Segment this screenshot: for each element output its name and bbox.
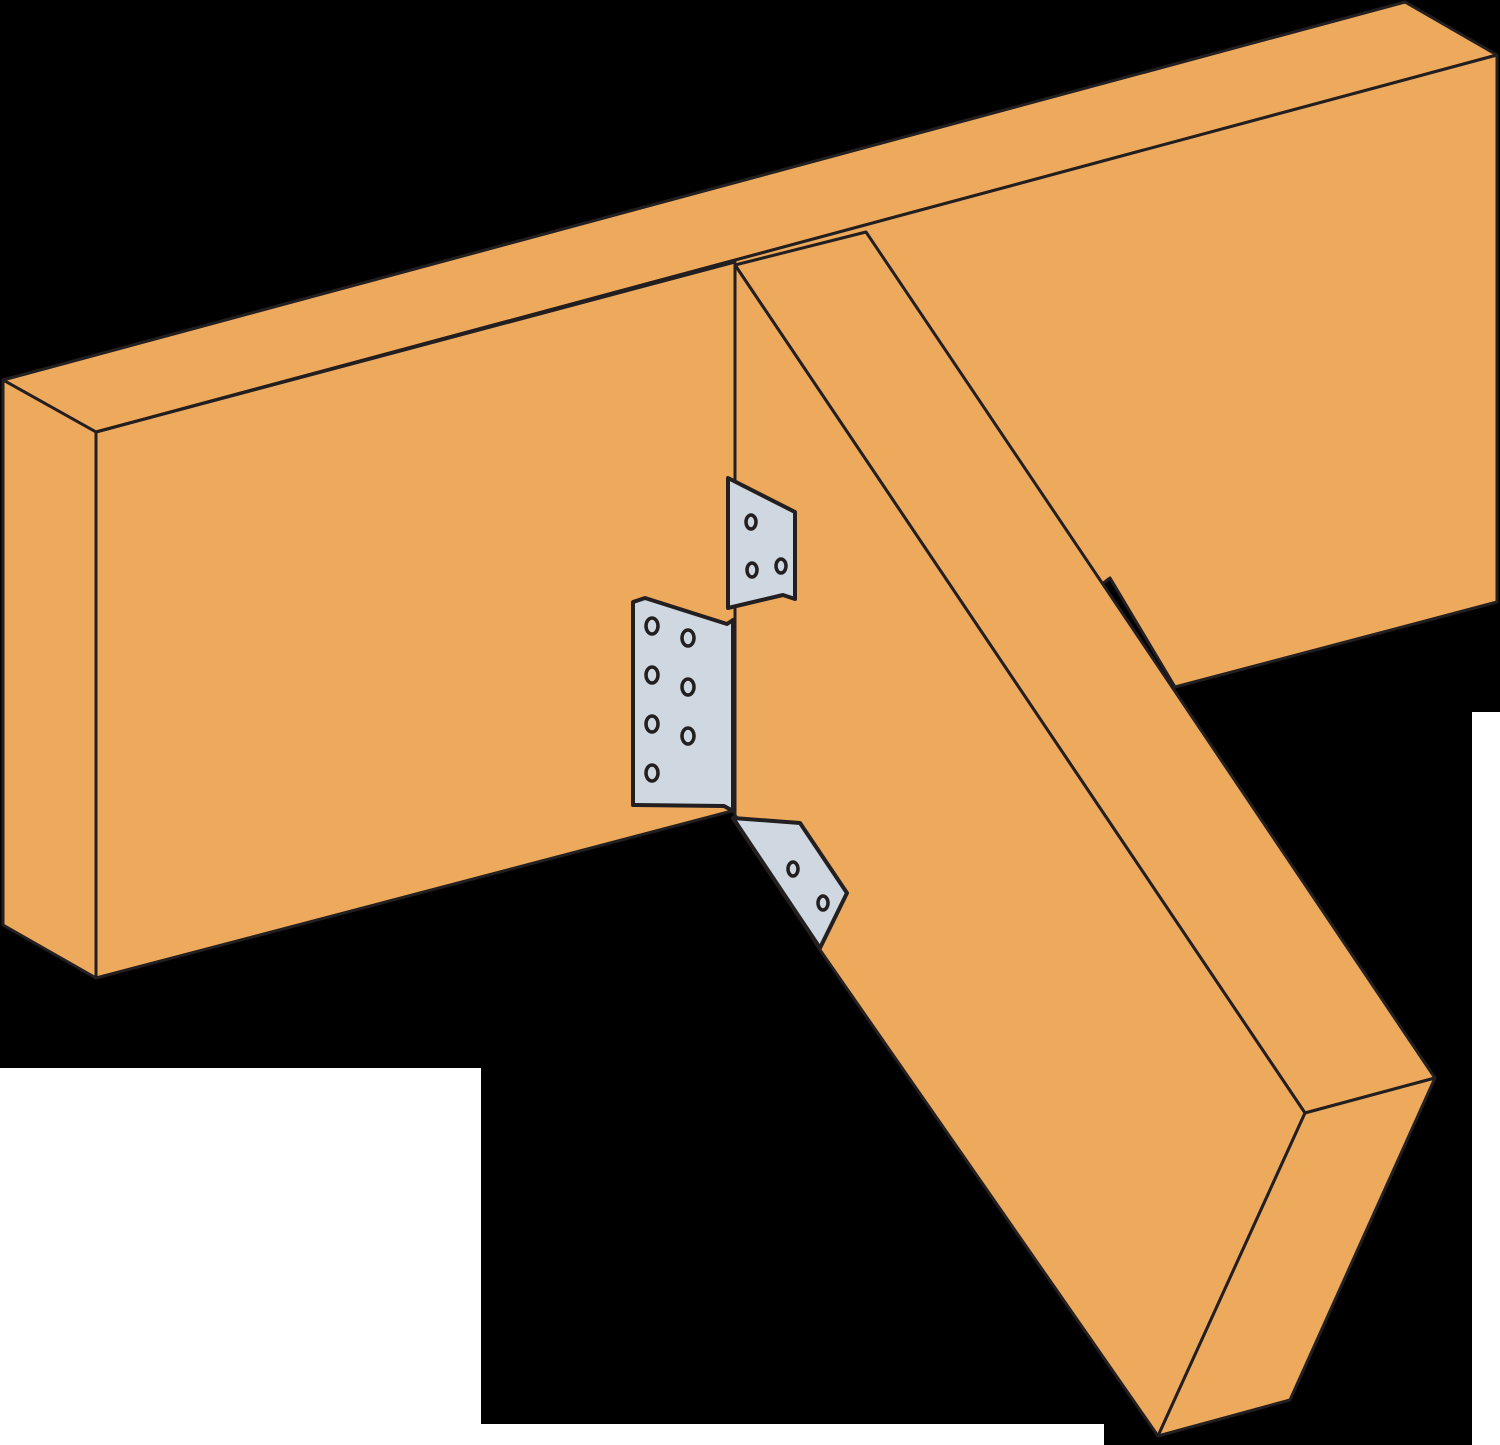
blank-region-right xyxy=(1472,712,1500,1445)
nail-hole xyxy=(680,677,696,697)
joist-hanger xyxy=(631,476,849,950)
nail-hole xyxy=(644,665,660,685)
nail-hole xyxy=(744,513,758,531)
nail-hole xyxy=(680,726,696,746)
hanger-holes xyxy=(644,513,830,912)
nail-hole xyxy=(644,714,660,734)
nail-hole xyxy=(644,616,660,636)
nail-hole xyxy=(745,561,759,579)
blank-region-bottom xyxy=(0,1424,1104,1445)
nail-hole xyxy=(774,557,788,575)
joist-end-face xyxy=(1156,1076,1437,1438)
header-end-face xyxy=(1,378,98,980)
hanger-top-flange xyxy=(726,476,797,610)
hanger-seat-flange xyxy=(731,816,849,950)
nail-hole xyxy=(680,628,696,648)
nail-hole xyxy=(644,763,660,783)
nail-hole xyxy=(816,894,830,912)
header-edge-line xyxy=(94,260,737,434)
nail-hole xyxy=(786,860,800,878)
hanger-face-flange xyxy=(631,596,735,813)
blank-region-bottom-left xyxy=(0,1068,481,1425)
